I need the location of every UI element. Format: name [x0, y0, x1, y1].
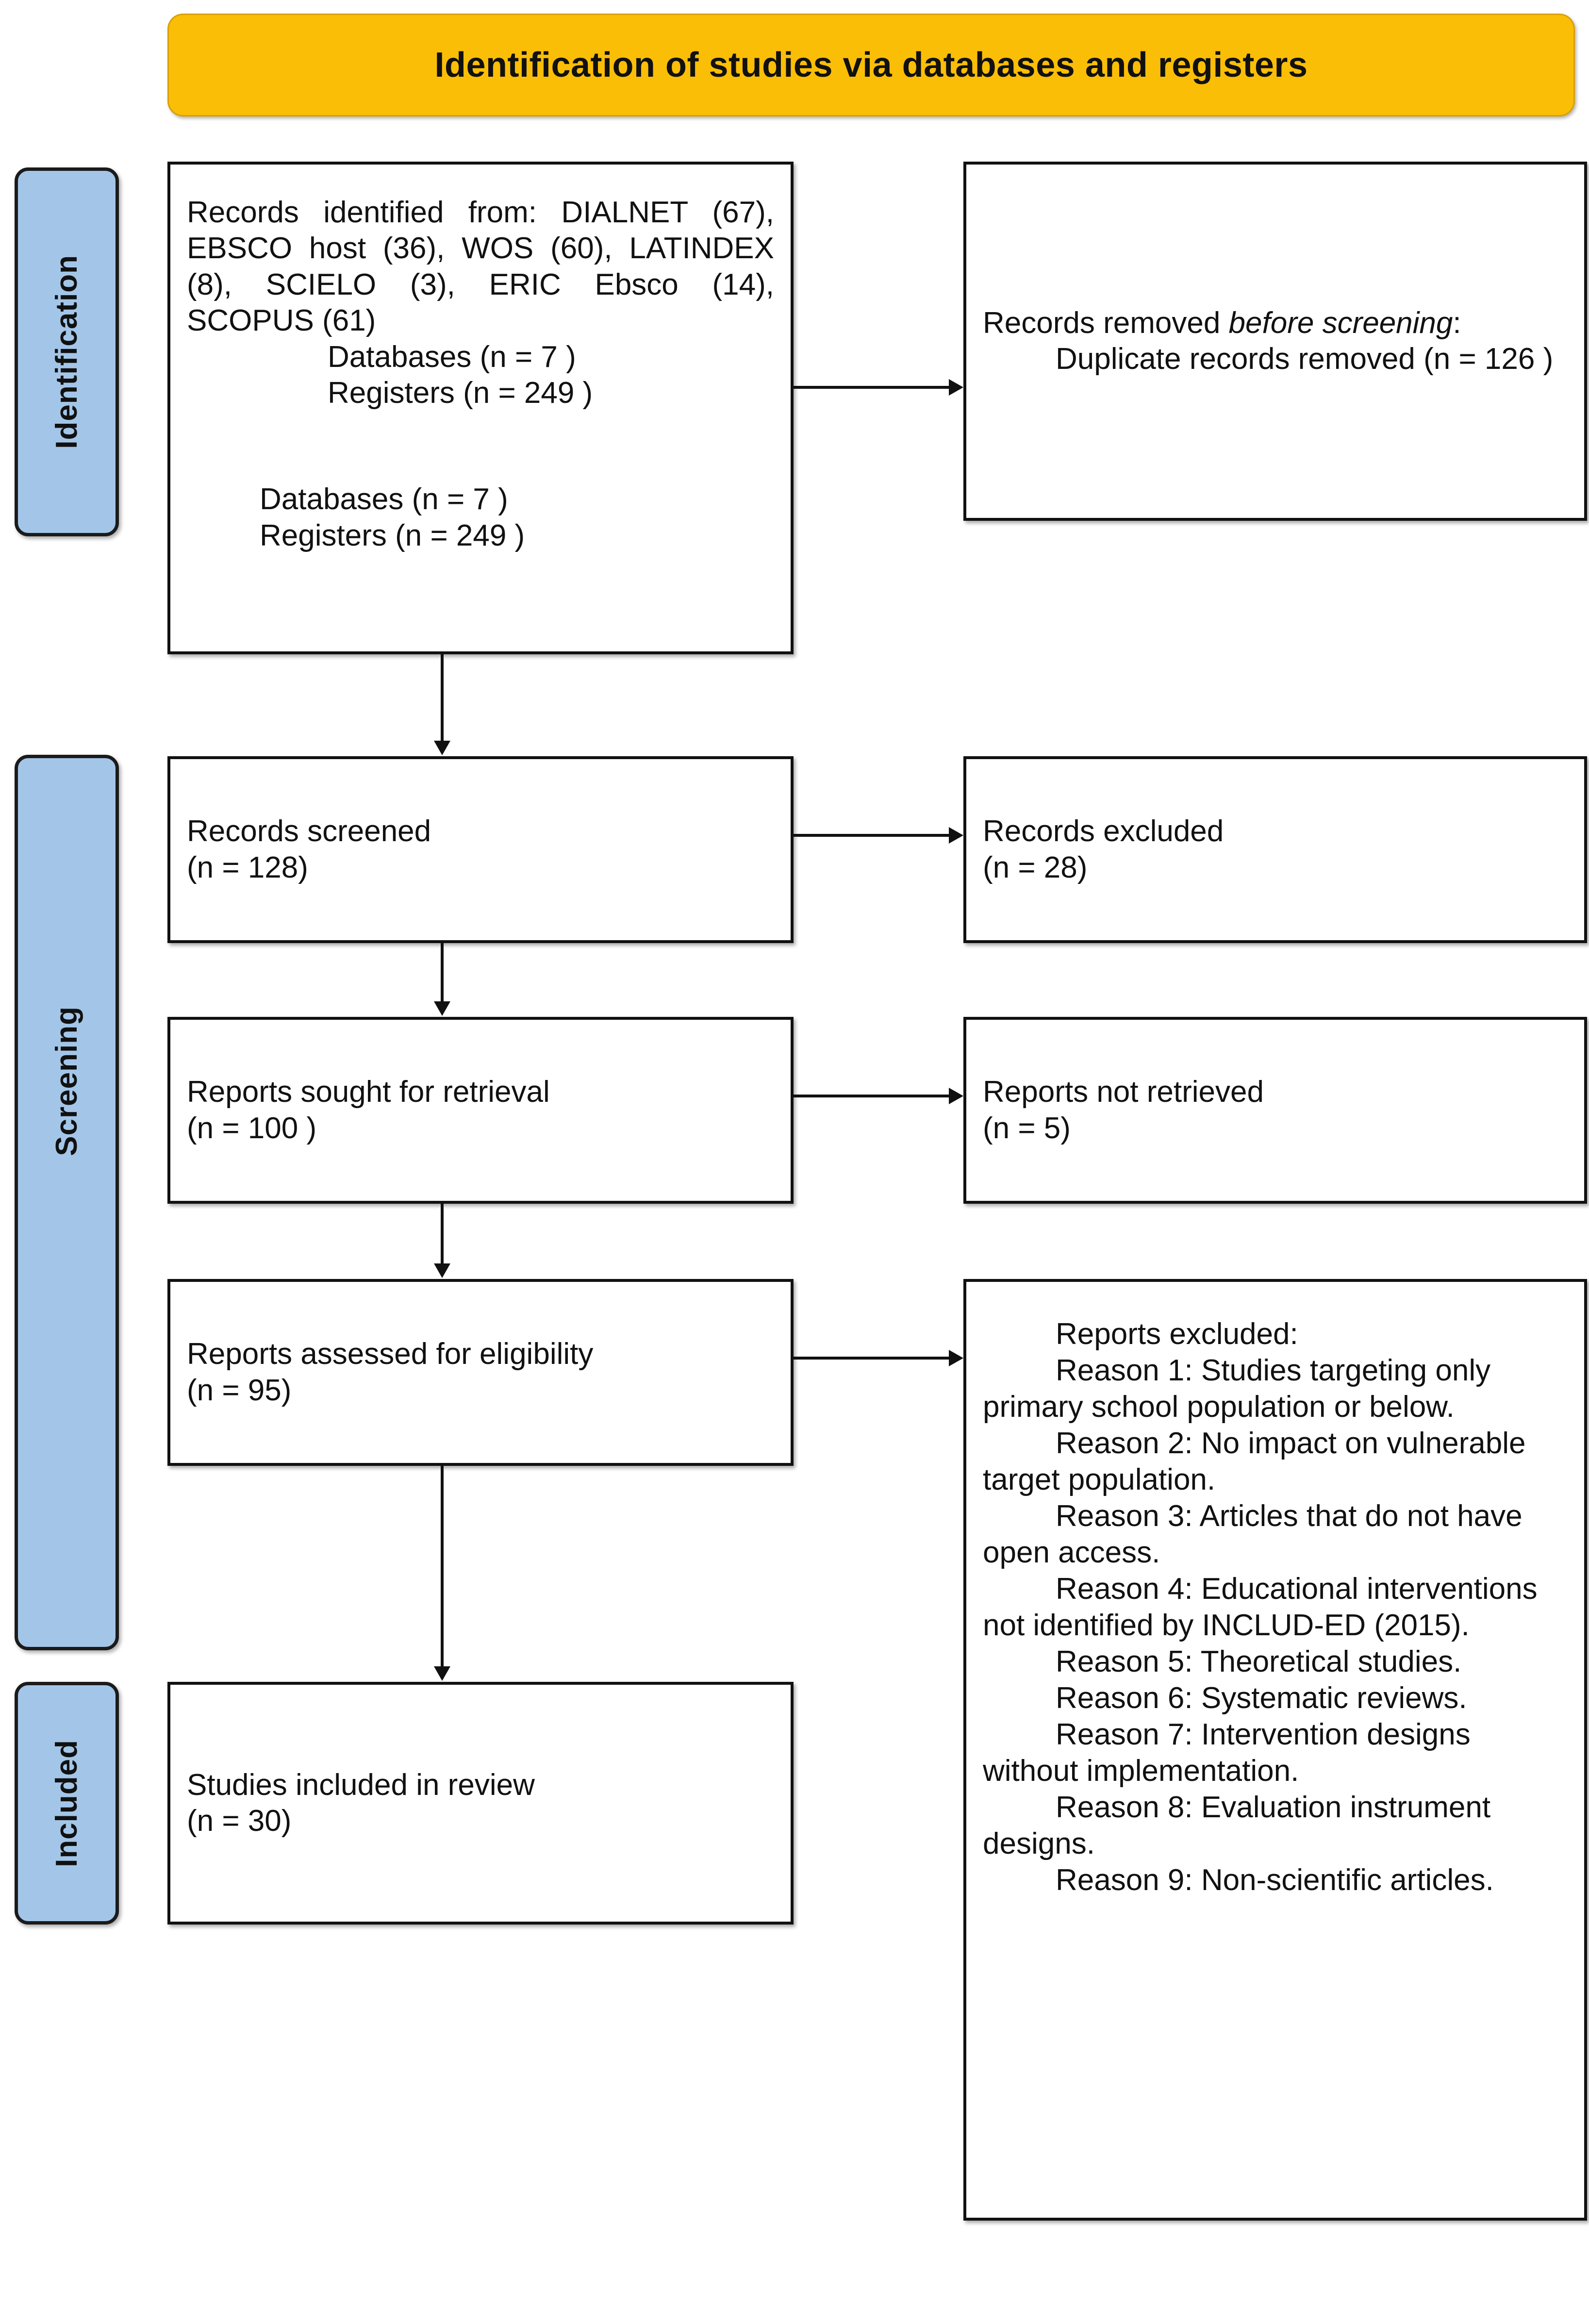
- records-excluded-count: (n = 28): [983, 850, 1088, 884]
- reason-item: Reason 6: Systematic reviews.: [1056, 1681, 1467, 1715]
- box-reports-assessed: Reports assessed for eligibility (n = 95…: [167, 1279, 794, 1466]
- stage-included-text: Included: [50, 1739, 83, 1867]
- records-screened-count: (n = 128): [187, 850, 308, 884]
- box-reports-not-retrieved: Reports not retrieved (n = 5): [963, 1017, 1587, 1204]
- reports-excluded-heading: Reports excluded:: [1056, 1317, 1298, 1351]
- reason-item: Reason 5: Theoretical studies.: [1056, 1645, 1462, 1679]
- records-removed-colon: :: [1453, 306, 1461, 340]
- arrow-screened-to-sought: [441, 943, 444, 1003]
- box-records-screened: Records screened (n = 128): [167, 756, 794, 943]
- reports-assessed-label: Reports assessed for eligibility: [187, 1337, 594, 1371]
- reason-item: Reason 4: Educational interventions not …: [983, 1572, 1538, 1643]
- box-records-excluded: Records excluded (n = 28): [963, 756, 1587, 943]
- arrow-screened-to-excluded: [793, 834, 951, 837]
- reports-sought-label: Reports sought for retrieval: [187, 1075, 550, 1109]
- reason-item: Reason 2: No impact on vulnerable target…: [983, 1427, 1526, 1497]
- records-identified-registers: Registers (n = 249 ): [328, 376, 593, 410]
- stage-screening-text: Screening: [50, 1006, 83, 1156]
- reports-sought-count: (n = 100 ): [187, 1111, 317, 1145]
- arrow-assessed-to-included: [441, 1466, 444, 1668]
- reason-item: Reason 3: Articles that do not have open…: [983, 1499, 1523, 1570]
- records-removed-lead: Records removed: [983, 306, 1229, 340]
- box-records-identified: Records identified from: DIALNET (67), E…: [167, 162, 794, 654]
- reports-not-retrieved-label: Reports not retrieved: [983, 1075, 1264, 1109]
- box-reports-sought: Reports sought for retrieval (n = 100 ): [167, 1017, 794, 1204]
- stage-label-screening: Screening: [15, 755, 119, 1650]
- reports-assessed-count: (n = 95): [187, 1373, 292, 1407]
- records-identified-sources: Records identified from: DIALNET (67), E…: [187, 196, 774, 338]
- records-screened-label: Records screened: [187, 814, 431, 848]
- records-identified-registers-2: Registers (n = 249 ): [260, 518, 525, 552]
- reports-excluded-list: Reports excluded: Reason 1: Studies targ…: [983, 1294, 1568, 1898]
- stage-label-identification: Identification: [15, 167, 119, 536]
- reason-item: Reason 1: Studies targeting only primary…: [983, 1354, 1491, 1424]
- records-removed-italic: before screening: [1228, 306, 1453, 340]
- records-identified-databases-2: Databases (n = 7 ): [260, 482, 508, 516]
- records-identified-databases: Databases (n = 7 ): [328, 340, 576, 374]
- reports-not-retrieved-count: (n = 5): [983, 1111, 1071, 1145]
- box-reports-excluded-reasons: Reports excluded: Reason 1: Studies targ…: [963, 1279, 1587, 2221]
- box-studies-included: Studies included in review (n = 30): [167, 1682, 794, 1925]
- arrow-identified-to-removed: [793, 386, 951, 389]
- records-excluded-label: Records excluded: [983, 814, 1224, 848]
- diagram-header-banner: Identification of studies via databases …: [167, 14, 1575, 116]
- stage-label-included: Included: [15, 1682, 119, 1925]
- stage-identification-text: Identification: [50, 255, 83, 449]
- banner-title: Identification of studies via databases …: [434, 46, 1308, 84]
- records-removed-heading: Records removed before screening:: [983, 305, 1568, 341]
- studies-included-count: (n = 30): [187, 1804, 292, 1838]
- arrow-sought-to-not-retrieved: [793, 1095, 951, 1097]
- reason-item: Reason 8: Evaluation instrument designs.: [983, 1791, 1491, 1861]
- reason-item: Reason 7: Intervention designs without i…: [983, 1718, 1471, 1788]
- arrow-assessed-to-reports-excluded: [793, 1357, 951, 1360]
- studies-included-label: Studies included in review: [187, 1768, 535, 1802]
- arrow-identified-to-screened: [441, 654, 444, 743]
- reason-item: Reason 9: Non-scientific articles.: [1056, 1863, 1494, 1897]
- arrow-sought-to-assessed: [441, 1204, 444, 1265]
- box-records-removed: Records removed before screening: Duplic…: [963, 162, 1587, 521]
- records-removed-duplicate: Duplicate records removed (n = 126 ): [1056, 342, 1554, 376]
